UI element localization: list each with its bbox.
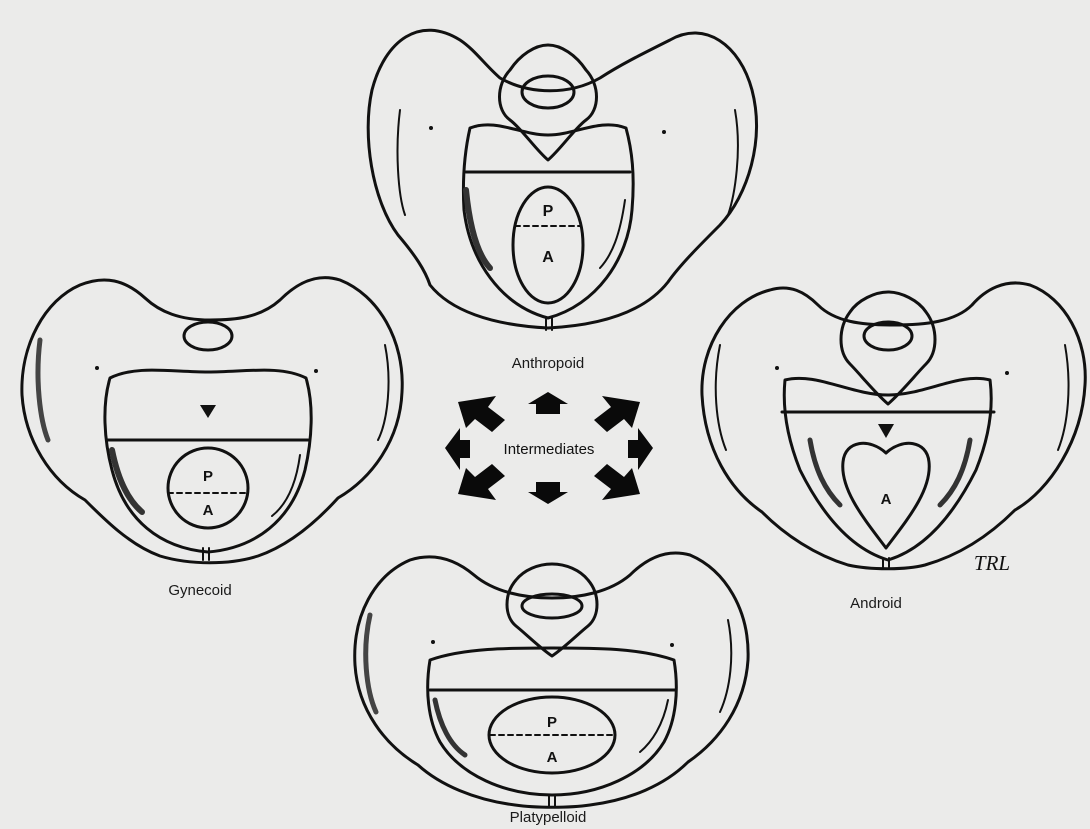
arrow-bottom-left <box>458 464 505 500</box>
pelvis-gynecoid: P A Gynecoid <box>22 278 402 599</box>
pelvis-android: A Android <box>702 283 1085 612</box>
arrow-top-right <box>594 396 640 432</box>
gynecoid-circle-top: P <box>203 468 213 485</box>
android-outline <box>702 283 1085 569</box>
arrow-top-left <box>458 396 505 432</box>
platypelloid-outline <box>355 553 748 807</box>
gynecoid-outline <box>22 278 402 563</box>
anthropoid-outline <box>368 30 756 328</box>
gynecoid-inlet <box>105 370 311 552</box>
pelvis-anthropoid: P A Anthropoid <box>368 30 756 372</box>
artist-signature: TRL <box>974 551 1010 575</box>
pelvis-platypelloid: P A Platypelloid <box>355 553 748 826</box>
anthropoid-oval-bottom: A <box>542 249 554 266</box>
android-sacrum <box>841 292 935 404</box>
arrow-bottom-right <box>594 464 640 500</box>
android-label: Android <box>850 595 902 612</box>
platypelloid-oval-top: P <box>547 714 557 731</box>
anthropoid-label: Anthropoid <box>512 355 585 372</box>
platypelloid-label: Platypelloid <box>510 809 587 826</box>
android-heart-bottom: A <box>881 491 892 508</box>
platypelloid-oval-bottom: A <box>547 749 558 766</box>
arrow-left <box>445 428 470 470</box>
gynecoid-label: Gynecoid <box>168 582 231 599</box>
arrow-right <box>628 428 653 470</box>
arrow-top-center <box>528 392 568 414</box>
arrow-bottom-center <box>528 482 568 504</box>
gynecoid-vertebra <box>184 322 232 350</box>
anthropoid-inlet <box>463 125 633 318</box>
gynecoid-circle-bottom: A <box>203 502 214 519</box>
intermediates-label: Intermediates <box>504 441 595 458</box>
anthropoid-oval-top: P <box>543 203 554 220</box>
anthropoid-sacrum <box>500 45 597 160</box>
platypelloid-sacrum <box>507 564 597 656</box>
